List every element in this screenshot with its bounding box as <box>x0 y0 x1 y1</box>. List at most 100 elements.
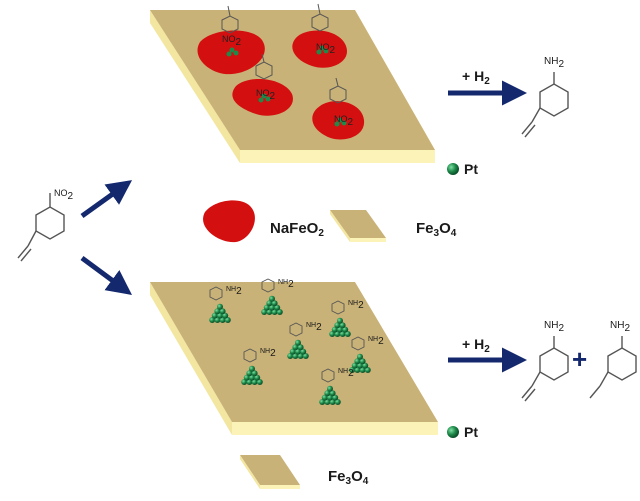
bottom-product2-molecule <box>589 336 637 399</box>
pt-atom-icon <box>251 370 258 377</box>
pt-atom-icon <box>334 322 341 329</box>
pt-atom-icon <box>292 344 299 351</box>
reactant-vinyl-double <box>17 245 29 259</box>
bottom-molecule-2 <box>261 278 275 293</box>
pt-atom-icon <box>269 304 275 311</box>
pt-atom-icon <box>329 331 336 337</box>
pt-atom-icon <box>217 312 223 319</box>
pt-atom-icon <box>357 362 363 369</box>
arrow-to-top-catalyst <box>80 180 133 219</box>
pt-atom-icon <box>342 326 349 333</box>
pt-atom-icon <box>243 374 250 381</box>
pt-atom-icon <box>329 390 336 397</box>
pt-atom-icon <box>211 312 218 319</box>
pt-atom-icon <box>224 317 231 323</box>
bottom-molecule-1 <box>209 286 223 301</box>
pt-atom-icon <box>249 365 255 372</box>
pt-atom-icon <box>274 304 281 311</box>
site-nh2-label-7: NH2 <box>338 368 354 379</box>
pt-atom-icon <box>241 379 248 385</box>
products-plus-sign: + <box>572 344 588 374</box>
pt-atom-icon <box>295 339 301 346</box>
pt-atom-icon <box>357 353 363 360</box>
pt-atom-icon <box>271 300 278 307</box>
pt-atom-icon <box>354 367 361 373</box>
arrow-to-bottom-catalyst <box>80 255 133 295</box>
pt-atom-icon <box>337 317 343 324</box>
pt-atom-icon <box>214 317 221 323</box>
pt-atom-icon <box>324 399 331 405</box>
pt-nanoparticle-cluster <box>319 385 341 405</box>
pt-atom-icon <box>263 304 270 311</box>
pt-atom-icon <box>251 379 258 385</box>
pt-nanoparticle-cluster <box>209 303 231 323</box>
bottom-product1-nh2-label: NH2 <box>544 320 565 334</box>
pt-atom-icon <box>329 399 336 405</box>
pt-atom-icon <box>266 309 273 315</box>
bottom-pt-label: Pt <box>464 424 478 440</box>
pt-atom-icon <box>359 367 366 373</box>
pt-atom-icon <box>334 399 341 405</box>
bottom-support-left <box>150 282 232 435</box>
top-pt-dots <box>226 45 347 127</box>
pt-nanoparticle-cluster <box>329 317 351 337</box>
adsorbed-molecule-1 <box>221 5 239 34</box>
pt-atom-icon <box>359 358 366 365</box>
fe3o4-slab-icon <box>330 210 386 238</box>
top-product-nh2-label: NH2 <box>544 56 565 70</box>
site-no2-label-2: NO2 <box>316 42 336 56</box>
top-fe3o4-support <box>150 10 435 163</box>
bottom-support-front <box>232 422 438 435</box>
pt-atom-icon <box>362 362 369 369</box>
site-nh2-label-6: NH2 <box>260 348 276 359</box>
site-nh2-label-2: NH2 <box>278 279 294 290</box>
site-no2-label-4: NO2 <box>334 114 354 128</box>
pt-atom-icon <box>209 317 216 323</box>
top-product-molecule <box>521 72 569 138</box>
pt-atom-icon <box>256 379 263 385</box>
reactant-ring <box>35 206 65 240</box>
pt-atom-icon <box>302 353 309 359</box>
pt-atom-icon <box>295 348 301 355</box>
pt-atom-icon <box>276 309 283 315</box>
reactant-vinyl-bond <box>27 230 37 247</box>
bottom-molecule-3 <box>331 300 345 315</box>
pt-atom-icon <box>324 390 331 397</box>
adsorbed-molecule-4 <box>329 77 347 104</box>
site-nh2-label-1: NH2 <box>226 286 242 297</box>
pt-atom-icon <box>287 353 294 359</box>
pt-nanoparticle-cluster <box>349 353 371 373</box>
pt-atom-icon <box>319 399 326 405</box>
bottom-molecule-6 <box>243 348 257 363</box>
pt-atom-icon <box>321 394 328 401</box>
site-no2-label-3: NO2 <box>256 88 276 102</box>
pt-atom-icon <box>351 362 358 369</box>
top-pt-label: Pt <box>464 161 478 177</box>
nafeo2-particle-2 <box>292 30 348 68</box>
pt-atom-icon <box>292 353 299 359</box>
bottom-product2-nh2-label: NH2 <box>610 320 631 334</box>
reactant-molecule <box>17 193 65 262</box>
pt-atom-icon <box>300 348 307 355</box>
pt-atom-icon <box>344 331 351 337</box>
pt-atom-icon <box>249 374 255 381</box>
pt-atom-icon <box>219 308 226 315</box>
site-nh2-label-4: NH2 <box>306 322 322 333</box>
pt-atom-icon <box>364 367 371 373</box>
top-h2-label: + H2 <box>462 68 490 87</box>
bottom-molecule-4 <box>289 322 303 337</box>
pt-atom-icon <box>217 303 223 310</box>
pt-nanoparticle-cluster <box>287 339 309 359</box>
pt-atom-icon <box>261 309 268 315</box>
reactant-no2-label: NO2 <box>54 188 74 202</box>
top-product-ring <box>539 83 569 117</box>
pt-atom-icon <box>327 394 333 401</box>
pt-atom-icon <box>246 370 253 377</box>
pt-atom-icon <box>289 348 296 355</box>
top-support-front <box>240 150 435 163</box>
pt-atom-icon <box>271 309 278 315</box>
pt-atom-icon <box>354 358 361 365</box>
nafeo2-label: NaFeO2 <box>270 220 324 239</box>
site-no2-label-1: NO2 <box>222 34 242 48</box>
